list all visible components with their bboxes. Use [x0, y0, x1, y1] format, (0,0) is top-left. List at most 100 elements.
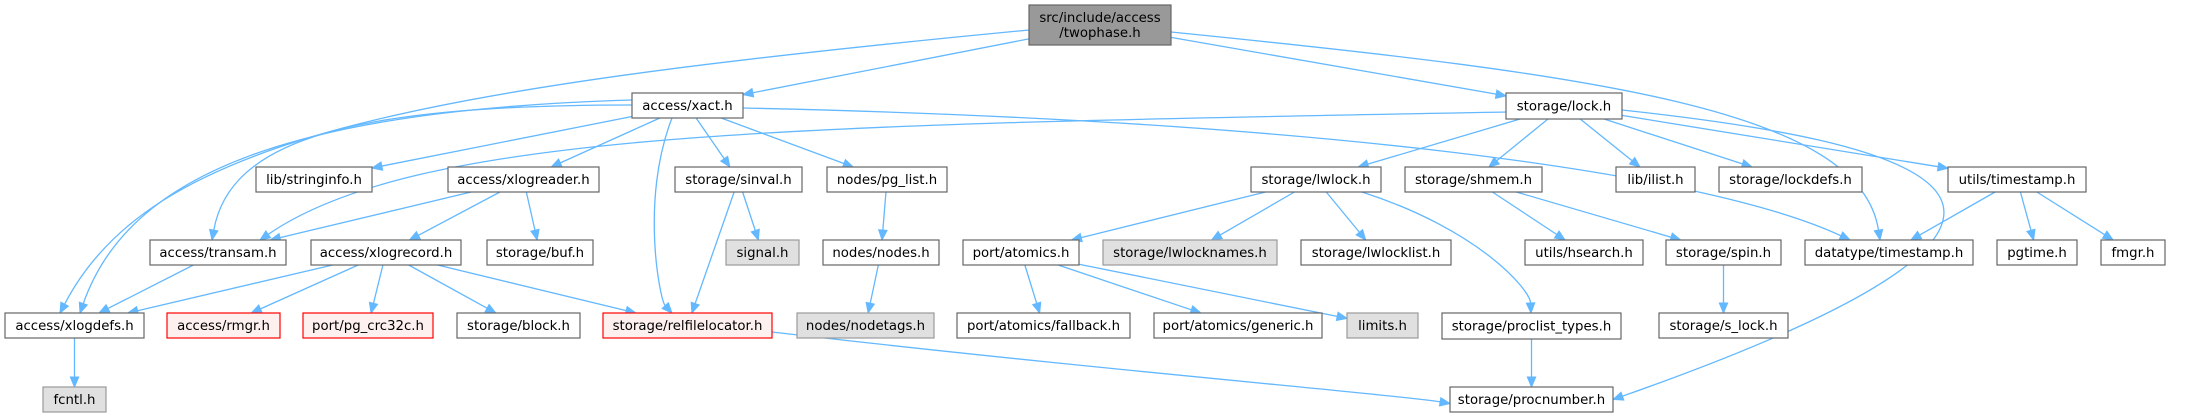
node-xlogdefs[interactable]: access/xlogdefs.h — [4, 312, 145, 339]
node-lockdefs[interactable]: storage/lockdefs.h — [1718, 166, 1863, 193]
node-proclist-types[interactable]: storage/proclist_types.h — [1441, 312, 1622, 340]
node-pgtime[interactable]: pgtime.h — [1996, 239, 2078, 266]
node-pg-crc32c[interactable]: port/pg_crc32c.h — [302, 312, 434, 339]
node-label: access/xlogrecord.h — [320, 246, 453, 261]
node-label: port/atomics/generic.h — [1163, 319, 1314, 334]
arrowhead-icon — [97, 303, 111, 314]
node-label: storage/proclist_types.h — [1452, 320, 1612, 335]
node-label: nodes/nodetags.h — [806, 319, 925, 334]
node-box — [1718, 166, 1863, 193]
node-ilist[interactable]: lib/ilist.h — [1615, 166, 1696, 193]
node-transam[interactable]: access/transam.h — [149, 239, 287, 266]
node-fcntl[interactable]: fcntl.h — [42, 386, 107, 413]
arrowhead-icon — [484, 303, 497, 314]
node-label: access/xact.h — [642, 99, 732, 114]
node-datatype-timestamp[interactable]: datatype/timestamp.h — [1804, 239, 1974, 266]
nodes-layer: src/include/access/twophase.h access/xact… — [4, 4, 2166, 413]
node-lwlock[interactable]: storage/lwlock.h — [1250, 166, 1382, 193]
node-label: src/include/access — [1039, 11, 1160, 26]
edge-line — [260, 264, 359, 310]
node-fallback[interactable]: port/atomics/fallback.h — [956, 312, 1131, 339]
edge-line — [694, 191, 735, 304]
edge-utils_timestamp-to-fmgr — [2036, 191, 2115, 241]
edge-xact-to-relfilelocator — [653, 117, 673, 314]
arrowhead-icon — [1838, 231, 1852, 241]
edge-line — [107, 264, 194, 310]
node-label: access/transam.h — [159, 246, 276, 261]
arrowhead-icon — [69, 376, 80, 389]
node-box — [962, 239, 1080, 266]
node-lock[interactable]: storage/lock.h — [1505, 92, 1623, 120]
node-label: signal.h — [737, 246, 789, 261]
edge-root-to-lock — [1170, 36, 1508, 99]
edge-transam-to-xlogdefs — [97, 264, 194, 314]
node-box — [149, 239, 287, 266]
edge-line — [1492, 191, 1558, 236]
edge-line — [2036, 191, 2106, 236]
node-buf[interactable]: storage/buf.h — [486, 239, 594, 266]
node-box — [310, 239, 462, 266]
node-generic[interactable]: port/atomics/generic.h — [1153, 312, 1323, 339]
node-lwlocknames[interactable]: storage/lwlocknames.h — [1102, 239, 1278, 266]
node-label: storage/lock.h — [1517, 100, 1612, 115]
node-label: storage/relfilelocator.h — [613, 319, 763, 334]
node-box — [956, 312, 1131, 339]
node-s-lock[interactable]: storage/s_lock.h — [1658, 312, 1789, 339]
node-nodes[interactable]: nodes/nodes.h — [822, 239, 940, 266]
node-box — [4, 312, 145, 339]
node-xlogreader[interactable]: access/xlogreader.h — [447, 166, 600, 193]
node-signal[interactable]: signal.h — [725, 239, 800, 266]
node-root[interactable]: src/include/access/twophase.h — [1028, 4, 1172, 46]
node-pg-list[interactable]: nodes/pg_list.h — [826, 166, 948, 193]
node-label: storage/buf.h — [496, 246, 584, 261]
edge-xact-to-xlogdefs — [78, 99, 633, 315]
node-box — [166, 312, 281, 339]
node-box — [674, 166, 803, 193]
node-xact[interactable]: access/xact.h — [631, 92, 744, 119]
node-lwlocklist[interactable]: storage/lwlocklist.h — [1300, 239, 1452, 266]
node-atomics[interactable]: port/atomics.h — [962, 239, 1080, 266]
node-stringinfo[interactable]: lib/stringinfo.h — [255, 166, 373, 193]
node-shmem[interactable]: storage/shmem.h — [1404, 166, 1543, 193]
arrowhead-icon — [1553, 230, 1567, 241]
edge-shmem-to-hsearch — [1492, 191, 1567, 241]
node-block[interactable]: storage/block.h — [456, 312, 581, 339]
node-rmgr[interactable]: access/rmgr.h — [166, 312, 281, 339]
node-fmgr[interactable]: fmgr.h — [2100, 239, 2166, 266]
node-label: storage/shmem.h — [1415, 173, 1532, 188]
edge-lwlock-to-proclist_types — [1361, 191, 1536, 315]
node-box — [725, 239, 800, 266]
node-label: datatype/timestamp.h — [1815, 246, 1964, 261]
node-label: access/rmgr.h — [177, 319, 270, 334]
node-relfilelocator[interactable]: storage/relfilelocator.h — [602, 312, 773, 339]
node-box — [1665, 239, 1782, 266]
arrowhead-icon — [1335, 311, 1349, 322]
node-xlogrecord[interactable]: access/xlogrecord.h — [310, 239, 462, 266]
node-limits[interactable]: limits.h — [1346, 312, 1419, 339]
node-utils-timestamp[interactable]: utils/timestamp.h — [1947, 166, 2087, 193]
node-spin[interactable]: storage/spin.h — [1665, 239, 1782, 266]
edge-lwlock-to-atomics — [1070, 191, 1266, 243]
arrowhead-icon — [250, 304, 263, 314]
node-box — [1441, 312, 1622, 340]
arrowhead-icon — [368, 301, 379, 315]
node-label: storage/block.h — [467, 319, 570, 334]
edge-line — [437, 264, 627, 312]
edge-xact-to-sinval — [695, 117, 731, 169]
node-box — [1804, 239, 1974, 266]
node-procnumber[interactable]: storage/procnumber.h — [1449, 386, 1614, 413]
edge-lock-to-utils_timestamp — [1621, 114, 1950, 172]
edge-line — [1081, 191, 1266, 239]
edge-atomics-to-generic — [1057, 264, 1203, 315]
node-label: pgtime.h — [2007, 246, 2067, 261]
node-sinval[interactable]: storage/sinval.h — [674, 166, 803, 193]
node-box — [822, 239, 940, 266]
node-label: /twophase.h — [1059, 26, 1140, 41]
node-box — [447, 166, 600, 193]
edge-line — [381, 115, 633, 167]
edge-lock-to-ilist — [1579, 118, 1641, 168]
node-hsearch[interactable]: utils/hsearch.h — [1524, 239, 1644, 266]
node-nodetags[interactable]: nodes/nodetags.h — [796, 312, 935, 339]
arrowhead-icon — [1909, 230, 1923, 241]
node-label: utils/hsearch.h — [1535, 246, 1633, 261]
